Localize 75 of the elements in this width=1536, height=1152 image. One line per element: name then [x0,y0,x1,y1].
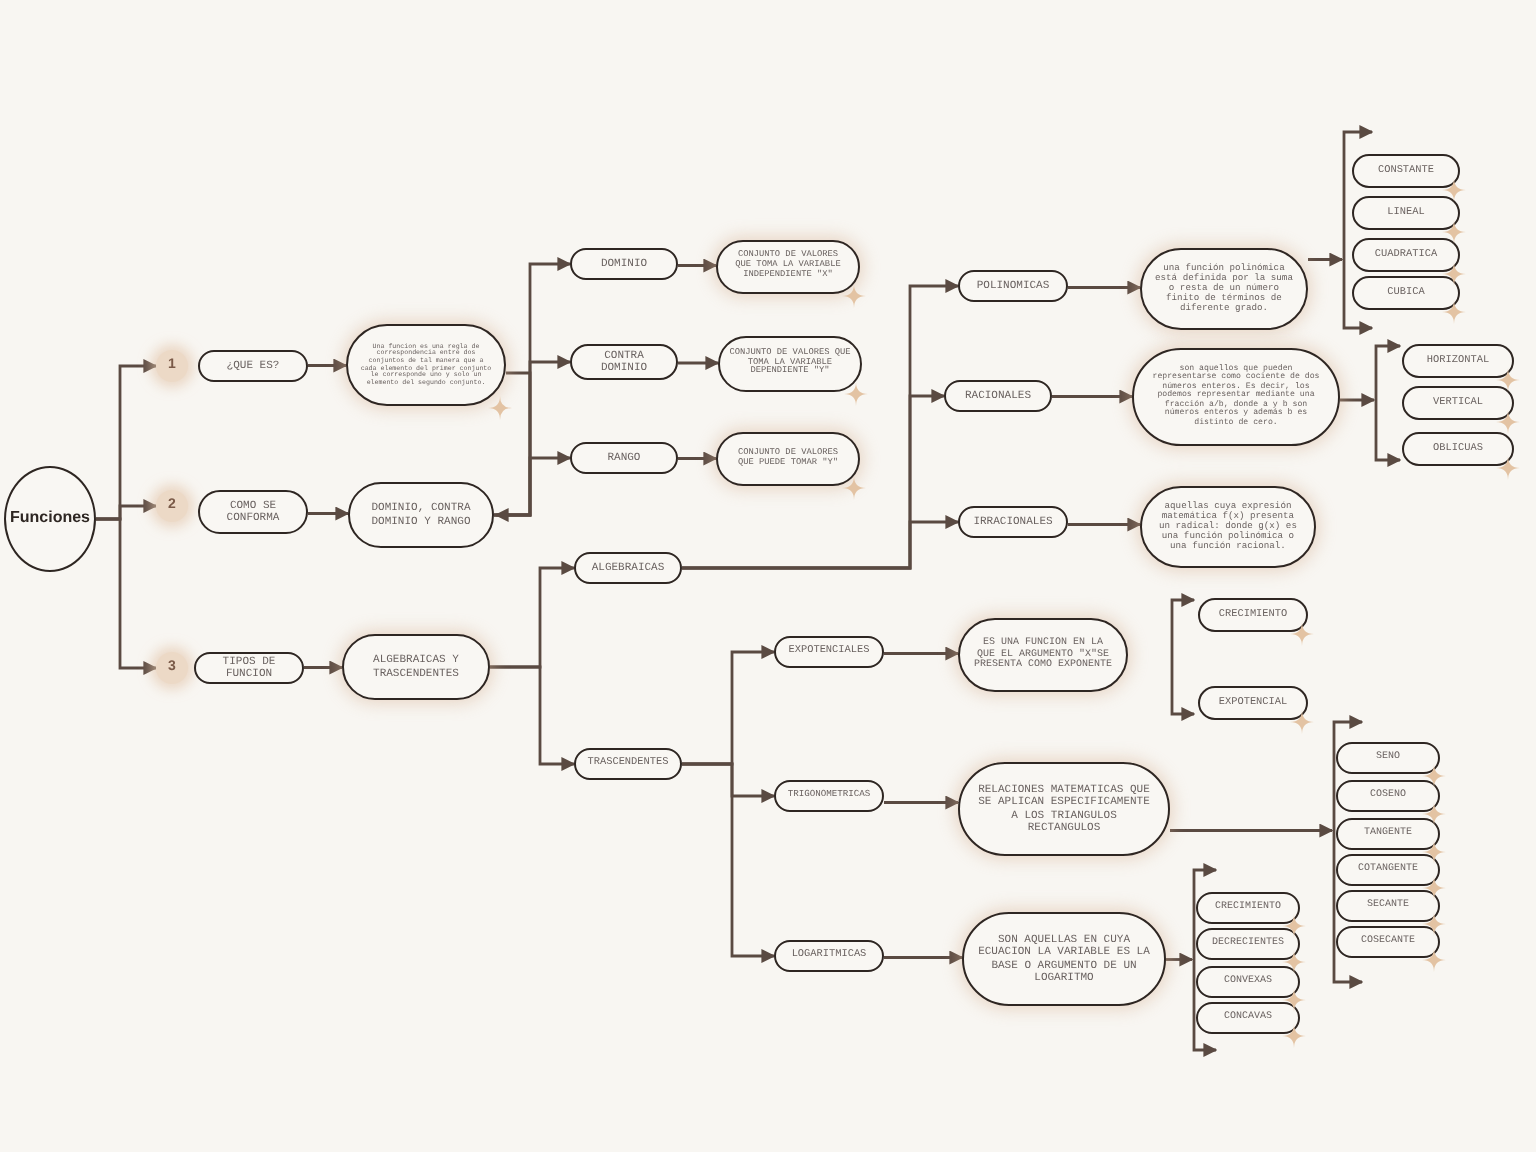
pill-box [958,762,1170,856]
pill-box [774,940,884,972]
arrow [308,358,348,373]
pill-box [1352,154,1460,188]
pill-box [570,344,678,380]
arrow [494,371,532,522]
arrow [494,451,572,517]
pill-box [1140,486,1316,568]
arrow [304,660,344,675]
pill-box [716,240,860,294]
pill-box [348,482,494,548]
pill-box [1336,890,1440,922]
arrow [678,451,718,466]
pill-box [1352,196,1460,230]
pill-box [194,652,304,684]
pill-box [1196,892,1300,924]
arrow [96,517,158,675]
pill-box [1402,432,1514,466]
arrow [1068,280,1142,295]
pill-box [962,912,1166,1006]
pill-box [774,636,884,668]
pill-box [1336,926,1440,958]
pill-box [1336,780,1440,812]
arrow [682,515,960,570]
arrow [884,795,960,810]
pill-box [1140,248,1308,330]
bracket [1342,124,1374,336]
pill-box [1196,966,1300,998]
number-circle [156,350,188,382]
arrow [1068,517,1142,532]
pill-box [1352,276,1460,310]
pill-box [1196,928,1300,960]
arrow [490,665,576,771]
arrow [678,258,718,273]
pill-box [774,780,884,812]
topic-ellipse [4,466,96,572]
pill-box [1402,344,1514,378]
pill-box [1196,1002,1300,1034]
pill-box [1336,818,1440,850]
arrow [682,762,776,963]
bracket [1374,338,1402,468]
pill-box [346,324,506,406]
pill-box [570,442,678,474]
pill-box [718,336,862,392]
pill-box [944,380,1052,412]
pill-box [1352,238,1460,272]
arrow [1308,252,1344,267]
arrow [308,506,350,521]
pill-box [958,618,1128,692]
pill-box [574,552,682,584]
arrow [1340,393,1376,407]
pill-box [1198,598,1308,632]
arrow [1170,823,1334,838]
pill-box [574,748,682,780]
pill-box [342,634,490,700]
pill-box [570,248,678,280]
pill-box [198,490,308,534]
bracket [1170,592,1196,722]
pill-box [716,432,860,486]
pill-box [958,270,1068,302]
number-circle [156,652,188,684]
arrow [1166,952,1194,967]
arrow [678,356,720,370]
arrow [884,646,960,661]
pill-box [1198,686,1308,720]
pill-box [958,506,1068,538]
pill-box [198,350,308,382]
number-circle [156,490,188,522]
pill-box [1132,348,1340,446]
arrow [1052,389,1134,404]
pill-box [1402,386,1514,420]
node-text: Funciones [8,510,93,528]
arrow [884,950,964,965]
pill-box [1336,854,1440,886]
pill-box [1336,742,1440,774]
